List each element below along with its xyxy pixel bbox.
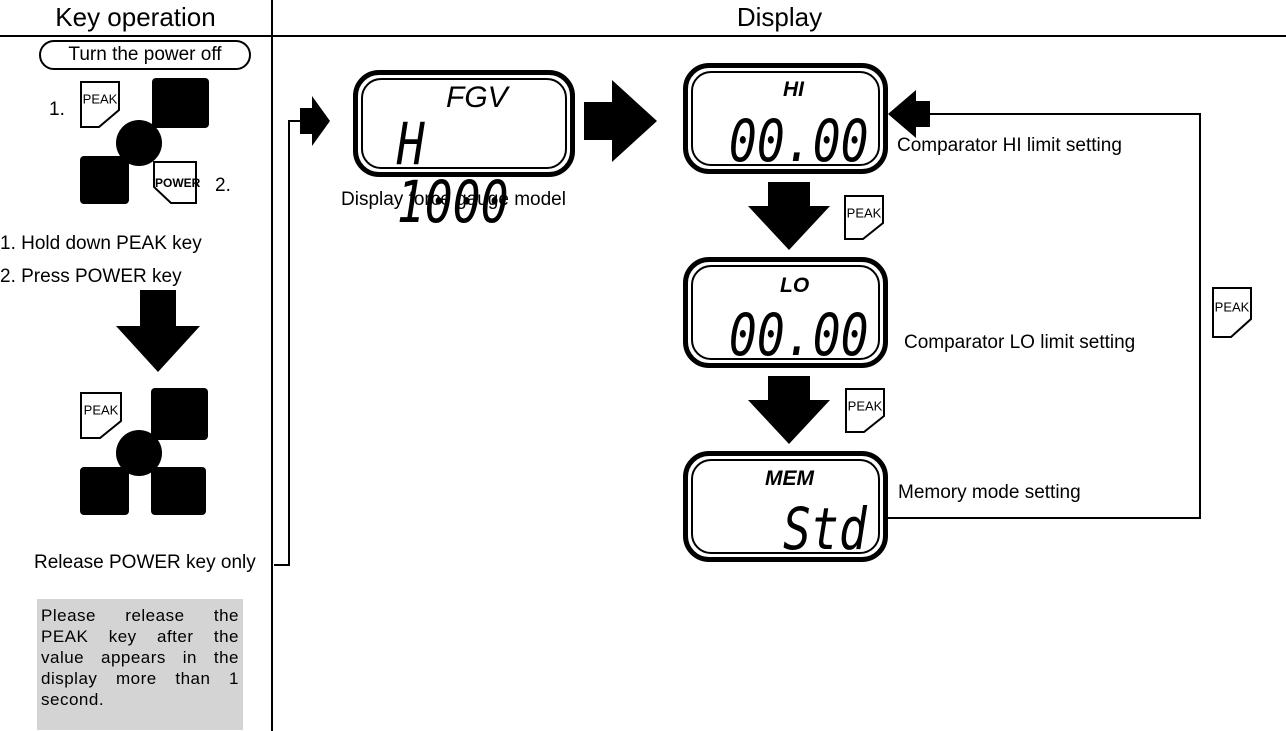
key-top-right-icon <box>151 388 208 440</box>
column-divider <box>271 0 273 731</box>
lcd-model-value: H 1000 <box>396 110 509 236</box>
power-key-label: POWER <box>155 176 201 190</box>
release-text: Release POWER key only <box>34 552 256 573</box>
lcd-mem-value: Std <box>783 495 867 563</box>
release-note: Please release the PEAK key after the va… <box>37 599 243 730</box>
lcd-lo: LO 00.00 <box>683 257 888 368</box>
lcd-mem-label: MEM <box>765 467 814 490</box>
peak-key-label: PEAK <box>847 398 883 414</box>
down-arrow-left <box>116 290 200 372</box>
key-bottom-right-icon <box>151 467 206 515</box>
step1-marker: 1. <box>49 99 65 120</box>
lcd-mem: MEM Std <box>683 451 888 562</box>
key-bottom-left-icon <box>80 156 129 204</box>
center-button-icon <box>116 430 162 476</box>
model-caption: Display force gauge model <box>341 189 566 210</box>
key-top-right-icon <box>152 78 209 128</box>
peak-key-icon <box>1212 287 1252 338</box>
lcd-model-label: FGV <box>446 81 508 114</box>
lcd-lo-value: 00.00 <box>729 301 869 369</box>
hi-caption: Comparator HI limit setting <box>897 135 1122 156</box>
right-arrow-small-left <box>300 96 330 146</box>
peak-key-label: PEAK <box>846 205 882 221</box>
lcd-lo-label: LO <box>780 274 810 297</box>
lcd-hi-value: 00.00 <box>729 107 869 175</box>
loop-connector <box>884 113 1201 519</box>
peak-key-label: PEAK <box>1214 299 1250 315</box>
left-arrow-into-hi <box>888 90 930 138</box>
down-arrow-hi-lo <box>748 182 830 250</box>
power-off-pill: Turn the power off <box>39 40 251 70</box>
step1-text: 1. Hold down PEAK key <box>0 233 202 254</box>
peak-key-icon <box>80 81 120 128</box>
key-operation-header: Key operation <box>0 0 271 37</box>
peak-key-icon <box>844 195 884 240</box>
center-button-icon <box>116 120 162 166</box>
key-bottom-left-icon <box>80 467 129 515</box>
lcd-hi-label: HI <box>783 78 804 101</box>
step2-text: 2. Press POWER key <box>0 266 182 287</box>
lcd-model: FGV H 1000 <box>353 70 575 231</box>
lcd-hi: HI 00.00 <box>683 63 888 174</box>
right-arrow-big <box>584 80 657 162</box>
peak-key-icon <box>845 388 885 433</box>
lo-caption: Comparator LO limit setting <box>904 332 1136 353</box>
power-key-icon <box>153 161 197 204</box>
step2-marker: 2. <box>215 175 231 196</box>
peak-key-icon <box>80 392 122 439</box>
peak-key-label: PEAK <box>83 402 119 418</box>
peak-key-label: PEAK <box>82 91 118 107</box>
connector-release-to-model <box>274 120 302 566</box>
down-arrow-lo-mem <box>748 376 830 444</box>
display-header: Display <box>273 0 1286 37</box>
mem-caption: Memory mode setting <box>898 482 1081 503</box>
